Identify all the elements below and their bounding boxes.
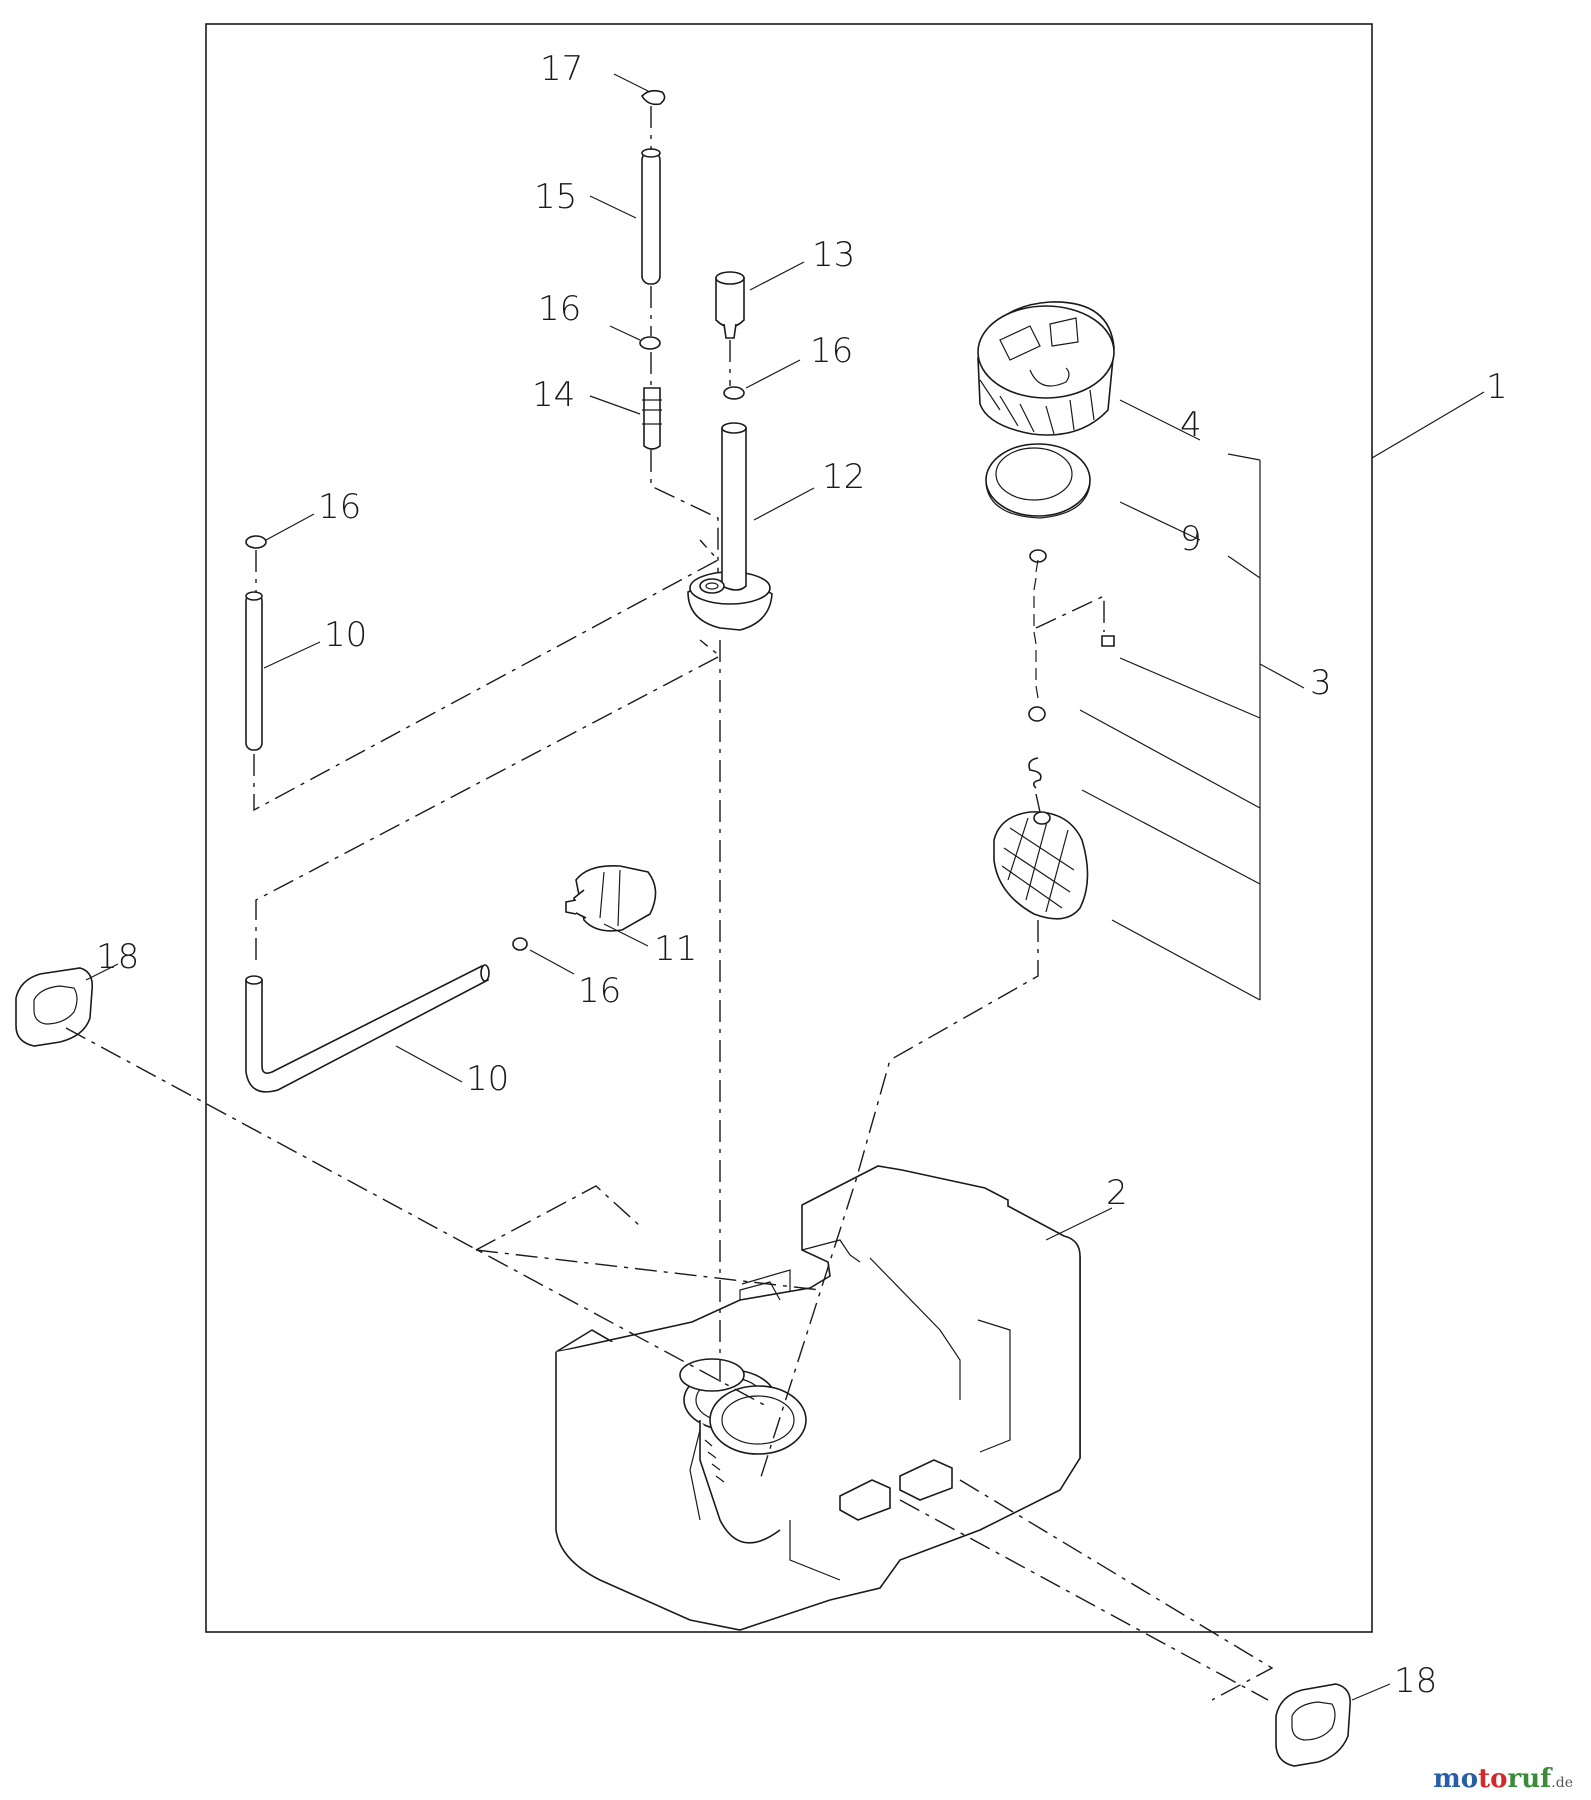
clip-17 (640, 89, 666, 106)
fuel-tank (555, 1165, 1081, 1631)
centerline-damper-right (899, 1479, 1274, 1701)
callout-15: 15 (534, 177, 577, 217)
centerline-left-hose (253, 539, 722, 960)
callout-16-left: 16 (318, 487, 361, 527)
callout-16-top: 16 (538, 289, 581, 329)
assembly-frame (205, 23, 1373, 1633)
callout-10-long: 10 (466, 1059, 509, 1099)
o-ring-16-vent (723, 386, 745, 400)
fuel-filter (565, 864, 657, 932)
watermark-part-1: mo (1433, 1764, 1479, 1794)
callout-18-left: 18 (96, 937, 139, 977)
callout-1: 1 (1486, 367, 1508, 407)
connector-14 (642, 387, 662, 450)
damper-right (1275, 1683, 1352, 1767)
o-ring-16-left (245, 535, 267, 549)
pickup-tube-grommet (687, 422, 773, 631)
centerline-cap (759, 920, 1039, 1481)
watermark-part-2: to (1478, 1764, 1508, 1794)
callout-2: 2 (1106, 1173, 1128, 1213)
callout-9: 9 (1180, 519, 1202, 559)
callout-10-short: 10 (324, 615, 367, 655)
centerline-cap-strainer (1035, 793, 1041, 813)
cap-gasket (985, 443, 1091, 519)
centerline-tank-side (475, 1185, 821, 1291)
watermark-part-3: ruf (1507, 1764, 1552, 1794)
fuel-cap (977, 301, 1115, 436)
callout-17: 17 (540, 49, 583, 89)
callout-16-vent: 16 (810, 331, 853, 371)
watermark-logo: motoruf.de (1433, 1764, 1573, 1794)
leader-lines (85, 73, 1485, 1701)
centerline-chain-screw (1035, 594, 1105, 632)
damper-left (15, 967, 94, 1047)
vent-filter (715, 271, 745, 339)
callout-18-right: 18 (1394, 1661, 1437, 1701)
centerline-tube (650, 286, 719, 572)
watermark-suffix: .de (1551, 1775, 1573, 1791)
o-ring-16-top (639, 336, 661, 350)
callout-14: 14 (532, 375, 575, 415)
fuel-hose-short (245, 591, 263, 751)
centerline-damper-left (65, 1027, 771, 1409)
fuel-strainer (993, 811, 1089, 920)
vent-tube (641, 148, 661, 285)
screw (1101, 635, 1115, 647)
o-ring-16-filter (512, 937, 528, 951)
callout-3: 3 (1310, 663, 1332, 703)
callout-12: 12 (822, 457, 865, 497)
retainer-chain (1028, 549, 1047, 789)
fuel-hose-long (245, 964, 490, 1093)
callout-13: 13 (812, 235, 855, 275)
callout-4: 4 (1180, 405, 1202, 445)
callout-16-filter: 16 (578, 971, 621, 1011)
callout-11: 11 (654, 929, 697, 969)
